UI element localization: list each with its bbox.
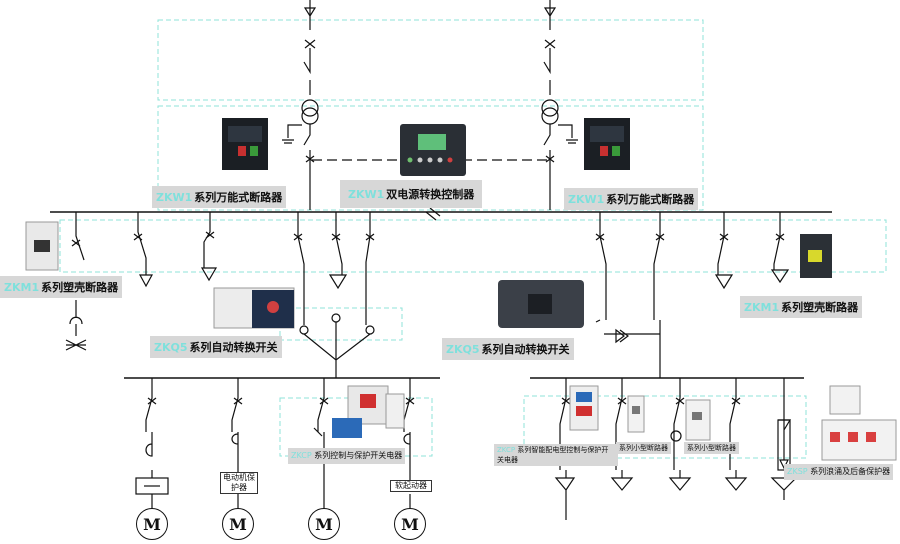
mcb2-text: 系列小型断路器 [687, 444, 736, 452]
branch-frame [523, 395, 807, 459]
mcb1-label: 系列小型断路器 [616, 442, 671, 454]
acb-left-image [222, 118, 268, 170]
mccb-left-brand: ZKM1 [4, 280, 40, 294]
soft-starter-caption: 软起动器 [390, 480, 432, 492]
acb-frame [157, 105, 704, 211]
smart-cps-brand: ZKCP [497, 446, 516, 454]
mcb1-text: 系列小型断路器 [619, 444, 668, 452]
feeder-frame [59, 219, 887, 273]
acb-right-image [584, 118, 630, 170]
device-images [25, 118, 897, 461]
cps-text: 系列控制与保护开关电器 [314, 451, 403, 460]
mccb-left-label: ZKM1 系列塑壳断路器 [0, 276, 123, 298]
acb-right-label: ZKW1 系列万能式断路器 [564, 188, 699, 210]
spd-text: 系列浪涌及后备保护器 [810, 467, 891, 476]
mccb-right-label: ZKM1 系列塑壳断路器 [740, 296, 863, 318]
controller-image [400, 124, 466, 176]
motor-symbol: M [222, 508, 254, 540]
mcb1-image [627, 395, 645, 433]
ats-right-label: ZKQ5 系列自动转换开关 [442, 338, 574, 360]
acb-left-brand: ZKW1 [156, 190, 193, 204]
incoming-frame [157, 19, 704, 101]
motor-protector-caption: 电动机保护器 [220, 472, 258, 494]
ats-left-label: ZKQ5 系列自动转换开关 [150, 336, 282, 358]
cps-label: ZKCP 系列控制与保护开关电器 [288, 448, 406, 464]
acb-right-brand: ZKW1 [568, 192, 605, 206]
controller-label: ZKW1 双电源转换控制器 [340, 180, 483, 208]
mccb-left-image [25, 221, 59, 271]
mccb-right-brand: ZKM1 [744, 300, 780, 314]
mcb2-image [685, 399, 711, 441]
mccb-left-text: 系列塑壳断路器 [41, 281, 119, 294]
acb-left-label: ZKW1 系列万能式断路器 [152, 186, 287, 208]
mccb-right-image [800, 234, 832, 278]
acb-right-text: 系列万能式断路器 [606, 193, 695, 206]
spd-label: ZKSP 系列浪涌及后备保护器 [784, 464, 894, 480]
controller-text: 双电源转换控制器 [386, 188, 475, 201]
ats-right-image [498, 280, 584, 328]
acb-left-text: 系列万能式断路器 [194, 191, 283, 204]
motor-symbol: M [308, 508, 340, 540]
cps-brand: ZKCP [291, 451, 312, 460]
motor-symbol: M [394, 508, 426, 540]
smart-cps-image [569, 385, 599, 431]
cps-image [332, 385, 405, 438]
mccb-right-text: 系列塑壳断路器 [781, 301, 859, 314]
ats-left-frame [279, 307, 403, 341]
smart-cps-label: ZKCP 系列智能配电型控制与保护开关电器 [494, 444, 618, 466]
ats-left-text: 系列自动转换开关 [189, 341, 278, 354]
spd-brand: ZKSP [787, 467, 808, 476]
ats-right-text: 系列自动转换开关 [481, 343, 570, 356]
ats-left-image [213, 287, 295, 329]
ats-left-brand: ZKQ5 [154, 340, 188, 354]
ats-right-brand: ZKQ5 [446, 342, 480, 356]
motor-symbol: M [136, 508, 168, 540]
smart-cps-text: 系列智能配电型控制与保护开关电器 [497, 446, 609, 464]
spd-image [821, 385, 897, 461]
controller-brand: ZKW1 [348, 187, 385, 201]
wiring [50, 0, 832, 520]
dashed-frames [59, 19, 887, 459]
mcb2-label: 系列小型断路器 [684, 442, 739, 454]
